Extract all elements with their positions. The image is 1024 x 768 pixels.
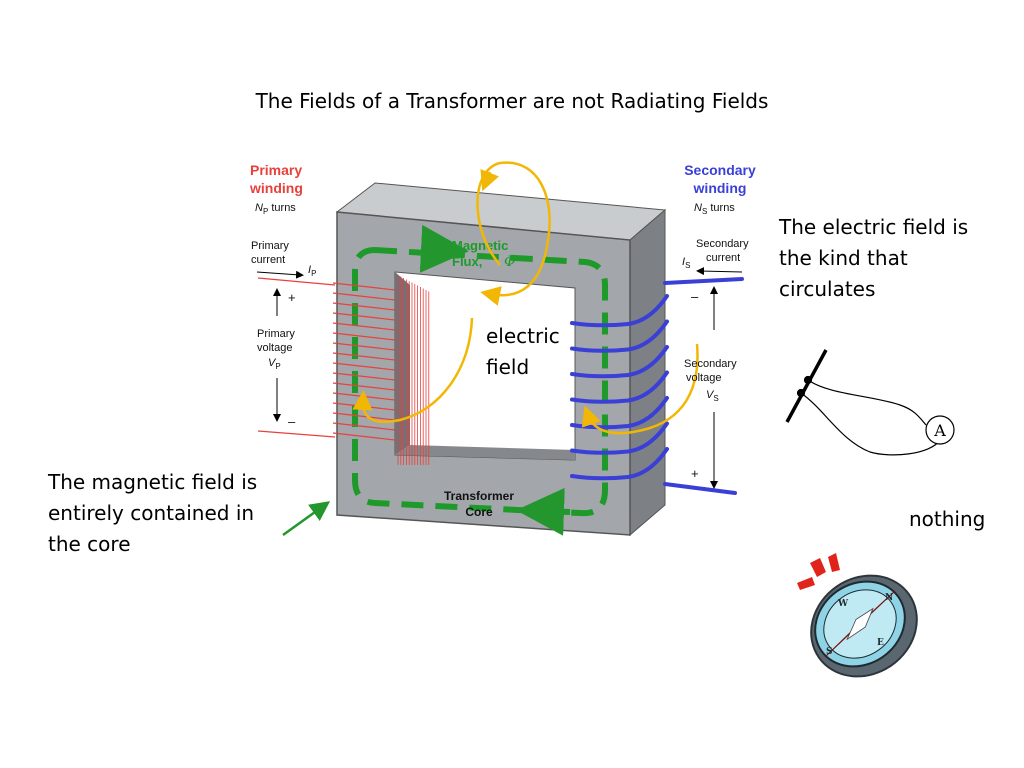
core-label-1: Transformer	[444, 489, 514, 503]
compass-s: S	[826, 647, 833, 657]
primary-turn	[332, 312, 396, 321]
electric-note-line-2: the kind that	[779, 246, 908, 270]
magnetic-note-line-2: entirely contained in	[48, 501, 255, 525]
secondary-turn	[570, 370, 669, 404]
primary-current-arrow	[256, 270, 304, 279]
secondary-current-symbol: IS	[682, 256, 690, 270]
secondary-turn	[570, 447, 669, 481]
secondary-voltage-symbol: VS	[706, 389, 719, 403]
magnetic-note-line-1: The magnetic field is	[48, 470, 258, 494]
electric-label-line-2: field	[486, 355, 530, 379]
secondary-current-label-1: Secondary	[696, 238, 749, 250]
electric-note-line-1: The electric field is	[779, 215, 969, 239]
secondary-turn	[570, 345, 669, 379]
electric-note-line-3: circulates	[779, 277, 876, 301]
nothing-label: nothing	[909, 507, 986, 531]
ammeter-probe	[785, 349, 941, 456]
primary-turn	[332, 282, 396, 291]
electric-field-label: electric field	[486, 321, 576, 383]
primary-winding	[257, 275, 430, 465]
primary-turn	[332, 412, 396, 421]
secondary-turn	[570, 421, 669, 455]
primary-turns: NP turns	[255, 202, 296, 216]
secondary-turns: NS turns	[694, 202, 735, 216]
primary-current-label-2: current	[251, 254, 285, 266]
primary-turn	[332, 382, 396, 391]
electric-label-line-1: electric	[486, 324, 560, 348]
compass-e: E	[877, 638, 884, 648]
primary-turn	[332, 372, 396, 381]
ammeter-label: A	[933, 421, 946, 440]
primary-current-label-1: Primary	[251, 240, 289, 252]
secondary-minus: –	[691, 289, 699, 304]
ammeter	[925, 415, 955, 445]
flux-arrow-bottom	[516, 487, 571, 536]
electric-field-arrows	[352, 161, 699, 435]
secondary-voltage-label-1: Secondary	[684, 358, 737, 370]
compass-icon: N S E W	[797, 553, 918, 678]
primary-voltage-symbol: VP	[268, 357, 281, 371]
flux-arrow-top	[419, 224, 469, 273]
secondary-winding-label-2: winding	[693, 180, 747, 196]
primary-winding-label-1: Primary	[250, 162, 302, 178]
primary-turn	[332, 342, 396, 351]
compass-w: W	[837, 599, 849, 609]
secondary-turn	[570, 319, 669, 353]
electric-field-note: The electric field is the kind that circ…	[779, 212, 999, 305]
primary-turn	[332, 322, 396, 331]
primary-minus: –	[288, 414, 296, 429]
primary-turn	[332, 422, 396, 431]
compass-n: N	[885, 593, 893, 603]
secondary-plus: +	[691, 466, 699, 481]
secondary-winding-label-1: Secondary	[684, 162, 756, 178]
flux-symbol: Φ	[504, 254, 515, 270]
flux-label-2: Flux,	[452, 254, 482, 269]
primary-turn	[332, 332, 396, 341]
primary-turn	[332, 432, 396, 441]
primary-current-symbol: IP	[308, 264, 316, 278]
primary-turn	[332, 352, 396, 361]
magnetic-note-line-3: the core	[48, 532, 131, 556]
secondary-turn	[570, 294, 669, 328]
magnetic-field-note: The magnetic field is entirely contained…	[48, 467, 278, 560]
core-label-2: Core	[465, 505, 493, 519]
flux-label-1: Magnetic	[452, 238, 508, 253]
primary-plus: +	[288, 290, 296, 305]
primary-winding-label-2: winding	[249, 180, 303, 196]
primary-turn	[332, 302, 396, 311]
secondary-winding	[570, 277, 744, 495]
secondary-voltage-label-2: voltage	[686, 372, 721, 384]
primary-voltage-label-1: Primary	[257, 328, 295, 340]
secondary-current-arrow	[696, 267, 743, 276]
primary-voltage-label-2: voltage	[257, 342, 292, 354]
primary-turn	[332, 362, 396, 371]
magnetic-flux-loop	[352, 246, 608, 517]
green-pointer-arrow	[282, 501, 331, 537]
slide-title: The Fields of a Transformer are not Radi…	[255, 89, 769, 113]
secondary-current-label-2: current	[706, 252, 740, 264]
primary-turn	[332, 292, 396, 301]
